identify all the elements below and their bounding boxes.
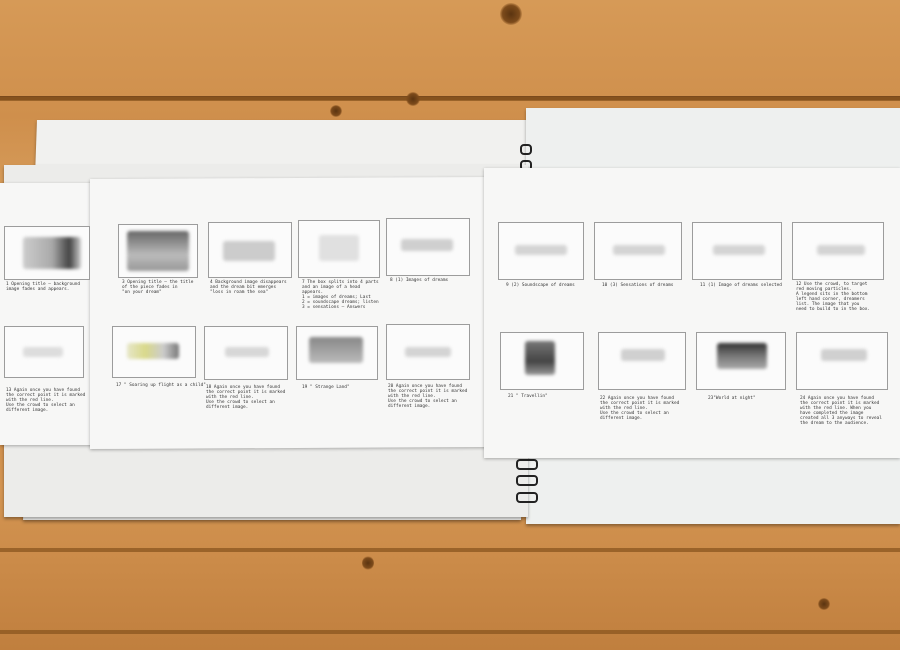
- storyboard-panel: [4, 326, 84, 378]
- storyboard-panel: [792, 222, 884, 280]
- panel-caption: 10 (3) Sensations of dreams: [602, 283, 674, 288]
- panel-caption: 3 Opening title – the title of the piece…: [122, 280, 194, 295]
- wood-knot: [500, 3, 522, 25]
- storyboard-panel: [296, 326, 378, 380]
- storyboard-panel: [208, 222, 292, 278]
- wood-knot: [362, 556, 374, 570]
- spiral-ring: [516, 459, 538, 470]
- storyboard-panel: [500, 332, 584, 390]
- plank-seam: [0, 97, 900, 101]
- storyboard-panel: [118, 224, 198, 278]
- storyboard-panel: [386, 218, 470, 276]
- storyboard-panel: [204, 326, 288, 380]
- plank-seam: [0, 630, 900, 634]
- spiral-ring: [516, 475, 538, 486]
- storyboard-panel: [594, 222, 682, 280]
- wood-knot: [330, 105, 342, 117]
- panel-caption: 7 The box splits into 4 parts and an ima…: [302, 280, 379, 310]
- plank-seam: [0, 548, 900, 552]
- panel-caption: 9 (2) Soundscape of dreams: [506, 283, 575, 288]
- storyboard-panel: [298, 220, 380, 278]
- panel-caption: 11 (1) Image of dreams selected: [700, 283, 782, 288]
- storyboard-sheet-right: [484, 168, 900, 458]
- spiral-ring: [516, 492, 538, 503]
- wood-knot: [818, 598, 830, 610]
- panel-caption: 13 Again once you have found the correct…: [6, 388, 86, 413]
- panel-caption: 20 Again once you have found the correct…: [388, 384, 468, 409]
- panel-caption: 23"World at night": [708, 396, 756, 401]
- wood-knot: [406, 92, 420, 106]
- storyboard-panel: [386, 324, 470, 380]
- panel-caption: 24 Again once you have found the correct…: [800, 396, 882, 426]
- panel-caption: 1 Opening title – background image fades…: [6, 282, 81, 292]
- storyboard-panel: [598, 332, 686, 390]
- spiral-ring: [520, 144, 532, 155]
- panel-caption: 4 Background image disappears and the dr…: [210, 280, 287, 295]
- panel-caption: 17 " Soaring up flight as a child": [116, 383, 206, 388]
- panel-caption: 8 (1) Images of dreams: [390, 278, 449, 283]
- panel-caption: 22 Again once you have found the correct…: [600, 396, 680, 421]
- storyboard-panel: [498, 222, 584, 280]
- storyboard-panel: [692, 222, 782, 280]
- panel-caption: 18 Again once you have found the correct…: [206, 385, 286, 410]
- panel-caption: 12 Use the crowd, to target red moving p…: [796, 282, 871, 312]
- storyboard-panel: [4, 226, 90, 280]
- storyboard-panel: [796, 332, 888, 390]
- storyboard-panel: [696, 332, 786, 390]
- panel-caption: 19 " Strange Land": [302, 385, 350, 390]
- storyboard-panel: [112, 326, 196, 378]
- panel-caption: 21 " Travellin": [508, 394, 548, 399]
